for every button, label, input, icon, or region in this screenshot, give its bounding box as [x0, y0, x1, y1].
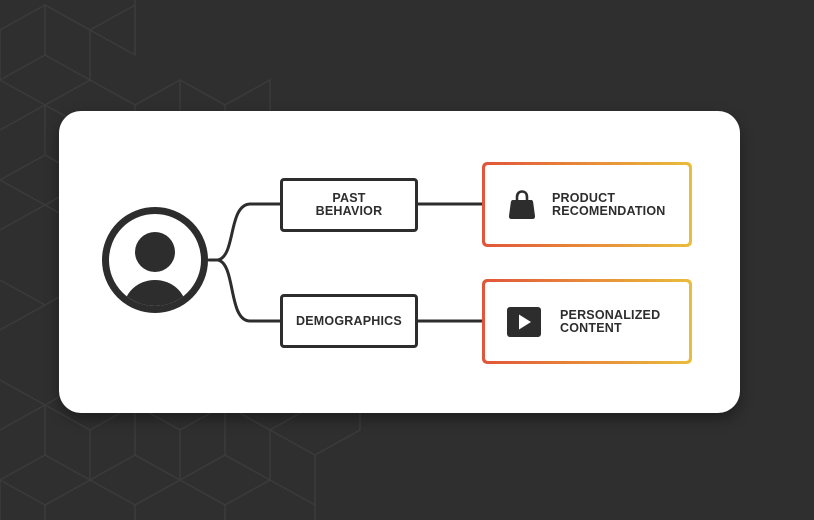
result-product-recommendation-inner: PRODUCT RECOMENDATION — [485, 165, 689, 244]
connector-to-past-behavior — [216, 202, 283, 262]
result-personalized-content-inner: PERSONALIZED CONTENT — [485, 282, 689, 361]
play-icon — [507, 306, 541, 337]
node-demographics: DEMOGRAPHICS — [280, 294, 418, 348]
result-product-recommendation: PRODUCT RECOMENDATION — [482, 162, 692, 247]
result-personalized-content-label: PERSONALIZED CONTENT — [560, 307, 661, 335]
node-past-behavior-label: PAST BEHAVIOR — [315, 191, 383, 218]
shopping-bag-icon — [508, 189, 536, 219]
node-past-behavior: PAST BEHAVIOR — [280, 178, 418, 232]
result-product-recommendation-label: PRODUCT RECOMENDATION — [552, 190, 666, 218]
result-personalized-content: PERSONALIZED CONTENT — [482, 279, 692, 364]
node-demographics-label: DEMOGRAPHICS — [296, 313, 402, 328]
connector-to-demographics — [216, 258, 283, 323]
user-avatar-icon — [102, 207, 208, 313]
